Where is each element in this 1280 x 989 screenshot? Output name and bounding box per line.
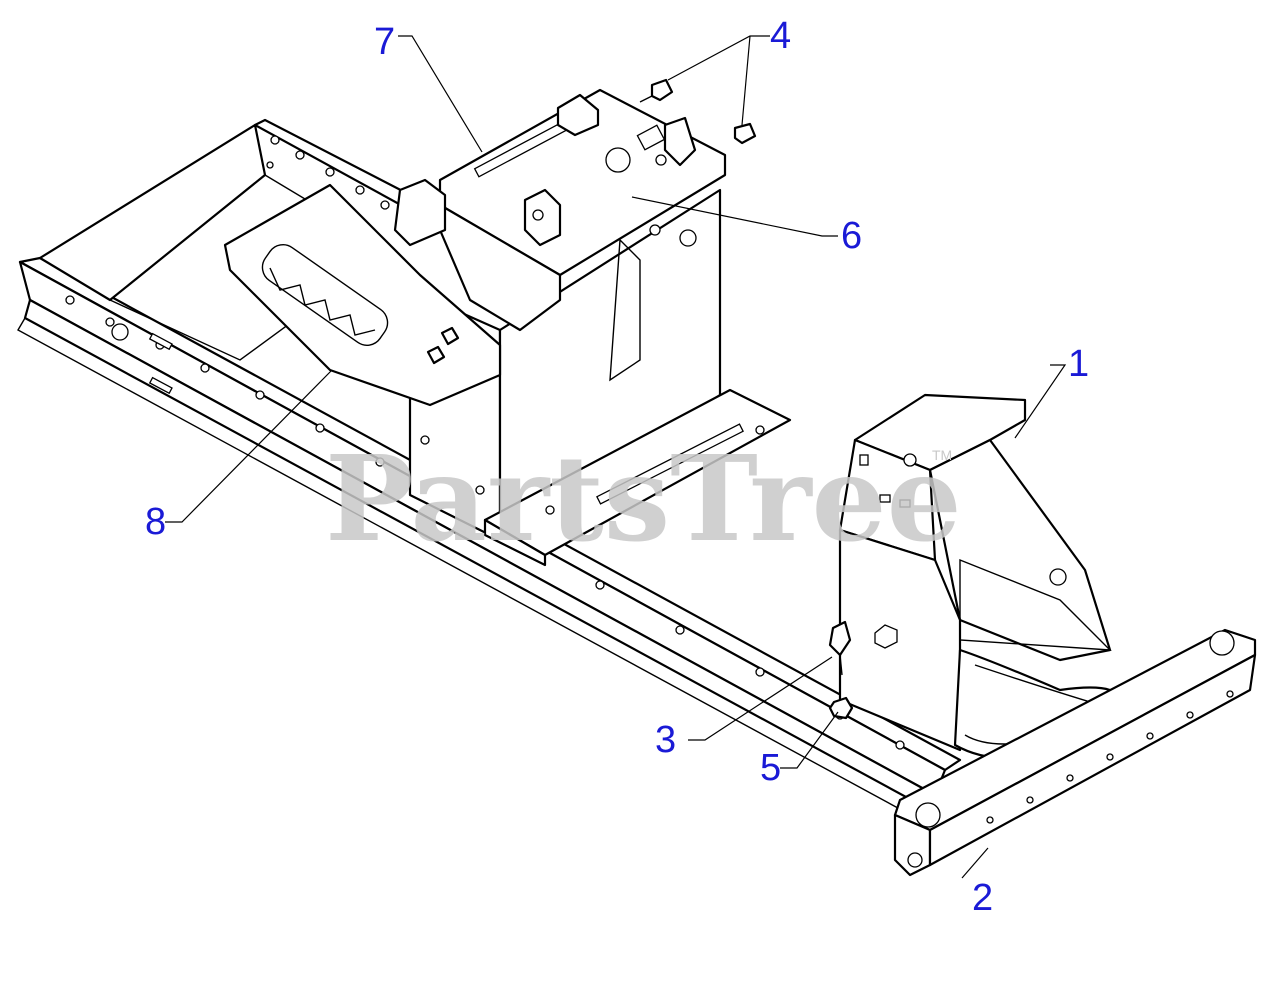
watermark-trademark: TM: [932, 447, 952, 463]
callout-1: 1: [1068, 343, 1089, 385]
floor-cross-plate: [483, 388, 792, 567]
nut-part-5: [828, 696, 854, 720]
callout-2: 2: [972, 877, 993, 919]
callout-7: 7: [374, 21, 395, 63]
watermark-text: PartsTree: [325, 429, 962, 568]
rear-frame-plate: [38, 118, 422, 361]
callouts: 1 2 3 4 5 6 7 8: [145, 15, 1089, 919]
bolt-part-3: [828, 620, 852, 676]
watermark: PartsTree TM: [325, 429, 962, 568]
front-frame-bracket: [838, 393, 1112, 752]
screws-part-4: [639, 78, 757, 145]
callout-3: 3: [655, 719, 676, 761]
callout-5: 5: [760, 747, 781, 789]
callout-8: 8: [145, 501, 166, 543]
callout-6: 6: [841, 215, 862, 257]
callout-4: 4: [770, 15, 791, 57]
front-axle-crossmember: [893, 628, 1257, 877]
seat-plate: [393, 88, 727, 332]
leader-lines: [165, 35, 1067, 879]
fender-bolts: [426, 326, 460, 365]
